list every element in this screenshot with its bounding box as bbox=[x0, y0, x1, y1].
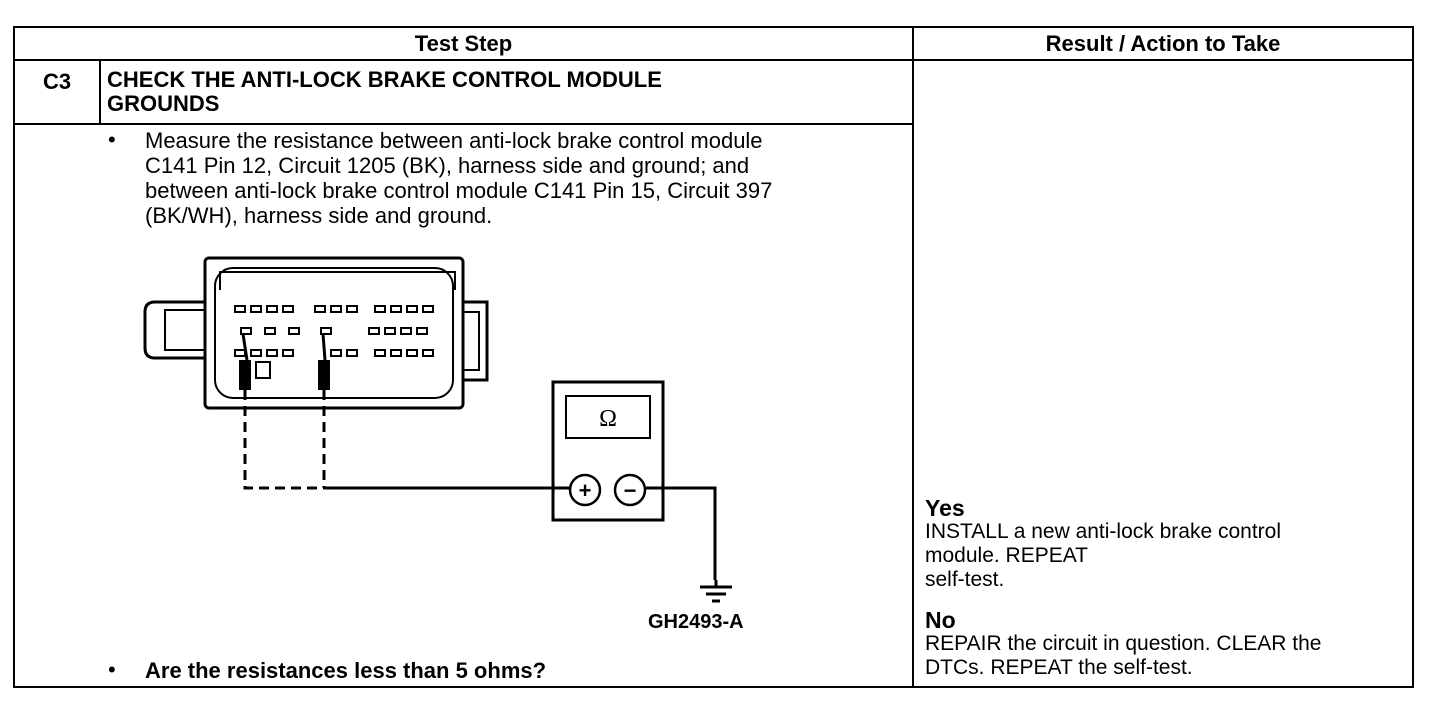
header-test-step: Test Step bbox=[414, 31, 513, 56]
step-id: C3 bbox=[42, 69, 72, 94]
header-divider bbox=[15, 59, 1412, 61]
yes-label: Yes bbox=[925, 495, 965, 521]
connector-icon bbox=[143, 256, 489, 410]
plus-terminal-label: + bbox=[579, 478, 592, 503]
question-bullet: • bbox=[108, 657, 116, 682]
figure-id: GH2493-A bbox=[648, 611, 744, 633]
probe-icon bbox=[239, 333, 330, 390]
step-title-divider bbox=[15, 123, 912, 125]
instruction-line: Measure the resistance between anti-lock… bbox=[145, 128, 763, 153]
result-yes: Yes INSTALL a new anti-lock brake contro… bbox=[925, 496, 1415, 592]
instruction-line: between anti-lock brake control module C… bbox=[145, 178, 773, 203]
column-divider bbox=[912, 28, 914, 686]
diagnostic-table: Test Step Result / Action to Take C3 CHE… bbox=[13, 26, 1414, 688]
header-result-action: Result / Action to Take bbox=[1045, 31, 1281, 56]
result-no: No REPAIR the circuit in question. CLEAR… bbox=[925, 608, 1415, 680]
instruction-text: Measure the resistance between anti-lock… bbox=[145, 128, 905, 228]
yes-line: module. REPEAT bbox=[925, 544, 1089, 567]
no-label: No bbox=[925, 607, 956, 633]
step-title-line: GROUNDS bbox=[107, 91, 220, 116]
connector-meter-diagram: Ω + − bbox=[143, 256, 717, 580]
ohmmeter-icon: Ω + − bbox=[551, 380, 665, 522]
question-text: Are the resistances less than 5 ohms? bbox=[145, 658, 547, 683]
no-line: REPAIR the circuit in question. CLEAR th… bbox=[925, 632, 1322, 655]
yes-line: INSTALL a new anti-lock brake control bbox=[925, 520, 1281, 543]
connector-pins bbox=[234, 305, 434, 357]
ohm-symbol: Ω bbox=[599, 406, 617, 432]
yes-line: self-test. bbox=[925, 568, 1005, 591]
instruction-line: (BK/WH), harness side and ground. bbox=[145, 203, 493, 228]
step-title-line: CHECK THE ANTI-LOCK BRAKE CONTROL MODULE bbox=[107, 67, 662, 92]
instruction-bullet: • bbox=[108, 127, 116, 152]
instruction-line: C141 Pin 12, Circuit 1205 (BK), harness … bbox=[145, 153, 750, 178]
meter-lead-wire bbox=[325, 486, 717, 580]
ground-icon bbox=[700, 580, 732, 603]
minus-terminal-label: − bbox=[624, 478, 637, 503]
step-id-divider bbox=[99, 61, 101, 123]
no-line: DTCs. REPEAT the self-test. bbox=[925, 656, 1193, 679]
step-title: CHECK THE ANTI-LOCK BRAKE CONTROL MODULE… bbox=[107, 66, 847, 116]
dashed-lead-wire bbox=[243, 390, 326, 490]
